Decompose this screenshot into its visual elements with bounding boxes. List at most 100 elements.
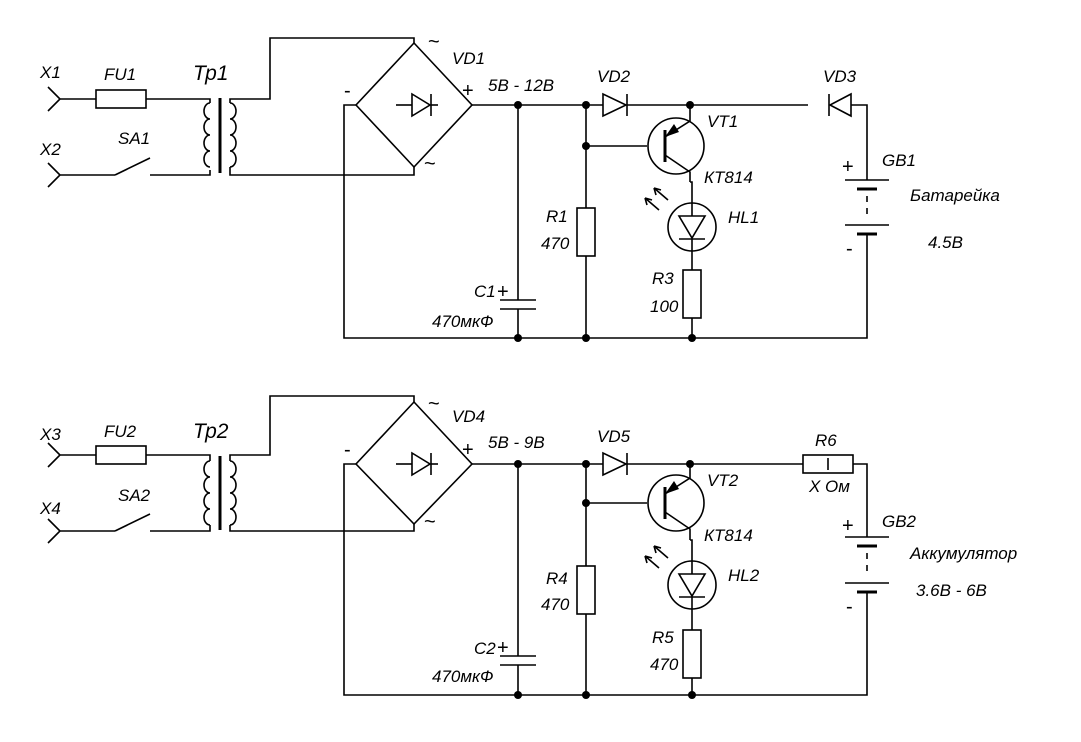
transformer-label: Тр2 <box>193 420 229 443</box>
transistor-type: КТ814 <box>704 526 753 545</box>
diode-vd3-symbol <box>828 92 868 180</box>
negative-rail <box>343 463 868 696</box>
resistor-b-value: 100 <box>650 297 679 316</box>
fuse-symbol <box>95 89 147 109</box>
capacitor-value: 470мкФ <box>432 667 494 686</box>
resistor-symbol <box>682 629 702 695</box>
wire <box>229 167 415 176</box>
wire <box>146 98 211 103</box>
terminal-x3-label: X3 <box>39 425 61 444</box>
bridge-ac-a: ~ <box>428 31 440 53</box>
wire <box>229 37 415 103</box>
junction-dot <box>688 691 696 699</box>
junction-dot <box>582 499 590 507</box>
wire <box>229 395 415 461</box>
battery-symbol <box>845 536 889 597</box>
bridge-minus: - <box>344 439 351 461</box>
battery-minus: - <box>846 596 853 618</box>
diode-bridge-symbol <box>354 400 474 526</box>
transistor-symbol <box>647 105 705 182</box>
resistor-a-label: R4 <box>546 569 568 588</box>
bridge-label: VD4 <box>452 407 485 426</box>
junction-dot <box>688 334 696 342</box>
transistor-label: VT2 <box>707 471 739 490</box>
voltage-label: 5В - 12В <box>488 76 554 95</box>
diode-b-label: VD3 <box>823 67 857 86</box>
terminal-x1-symbol <box>47 86 96 112</box>
fuse-label: FU2 <box>104 422 137 441</box>
junction-dot <box>582 142 590 150</box>
bridge-ac-b: ~ <box>424 511 436 533</box>
junction-dot <box>514 691 522 699</box>
circuit-2: X3 X4 FU2 SA2 Тр2 ~ ~ VD4 - + 5В - 9В VD… <box>39 393 1017 699</box>
fuse-label: FU1 <box>104 65 136 84</box>
terminal-x2-label: X2 <box>39 140 61 159</box>
wire <box>229 524 415 532</box>
transistor-symbol <box>647 464 705 540</box>
junction-dot <box>582 101 590 109</box>
junction-dot <box>686 101 694 109</box>
negative-rail <box>343 104 868 339</box>
resistor-r6-symbol <box>802 454 868 537</box>
resistor-b-label: R3 <box>652 269 674 288</box>
battery-plus: + <box>842 156 854 178</box>
battery-plus: + <box>842 515 854 537</box>
resistor-a-label: R1 <box>546 207 568 226</box>
junction-dot <box>514 101 522 109</box>
wire <box>150 170 211 176</box>
led-label: HL1 <box>728 208 759 227</box>
battery-symbol <box>845 179 889 238</box>
battery-description: Батарейка <box>910 186 1000 205</box>
bridge-plus: + <box>462 439 474 461</box>
capacitor-plus: + <box>497 281 509 303</box>
terminal-x3-symbol <box>47 442 96 468</box>
led-symbol <box>644 181 717 270</box>
resistor-c-label: R6 <box>815 431 837 450</box>
terminal-x2-symbol <box>47 162 115 188</box>
transformer-symbol <box>203 98 237 173</box>
junction-dot <box>582 334 590 342</box>
battery-description: Аккумулятор <box>909 544 1017 563</box>
junction-dot <box>514 460 522 468</box>
junction-dot <box>686 460 694 468</box>
diode-a-label: VD2 <box>597 67 631 86</box>
diode-a-label: VD5 <box>597 427 631 446</box>
bridge-minus: - <box>344 80 351 102</box>
resistor-symbol <box>576 105 596 338</box>
resistor-c-value: X Ом <box>808 477 850 496</box>
junction-dot <box>514 334 522 342</box>
terminal-x1-label: X1 <box>39 63 61 82</box>
battery-label: GB2 <box>882 512 917 531</box>
resistor-symbol <box>576 464 596 695</box>
capacitor-symbol <box>500 464 536 695</box>
diode-vd2-symbol <box>602 92 808 118</box>
transformer-label: Тр1 <box>193 62 229 85</box>
capacitor-value: 470мкФ <box>432 312 494 331</box>
switch-label: SA2 <box>118 486 151 505</box>
bridge-label: VD1 <box>452 49 485 68</box>
terminal-x4-symbol <box>47 518 115 544</box>
fuse-symbol <box>95 445 147 465</box>
transistor-label: VT1 <box>707 112 738 131</box>
battery-label: GB1 <box>882 151 916 170</box>
led-label: HL2 <box>728 566 760 585</box>
transistor-type: КТ814 <box>704 168 753 187</box>
switch-label: SA1 <box>118 129 150 148</box>
resistor-symbol <box>682 269 702 338</box>
diode-vd5-symbol <box>602 451 803 477</box>
voltage-label: 5В - 9В <box>488 433 545 452</box>
wire <box>150 525 211 532</box>
bridge-ac-b: ~ <box>424 153 436 175</box>
transformer-symbol <box>203 456 237 530</box>
junction-dot <box>582 691 590 699</box>
switch-symbol <box>114 157 151 176</box>
resistor-a-value: 470 <box>541 234 570 253</box>
bridge-plus: + <box>462 80 474 102</box>
wire <box>146 454 211 461</box>
resistor-b-label: R5 <box>652 628 674 647</box>
junction-dot <box>582 460 590 468</box>
resistor-a-value: 470 <box>541 595 570 614</box>
battery-voltage: 4.5В <box>928 233 963 252</box>
resistor-b-value: 470 <box>650 655 679 674</box>
